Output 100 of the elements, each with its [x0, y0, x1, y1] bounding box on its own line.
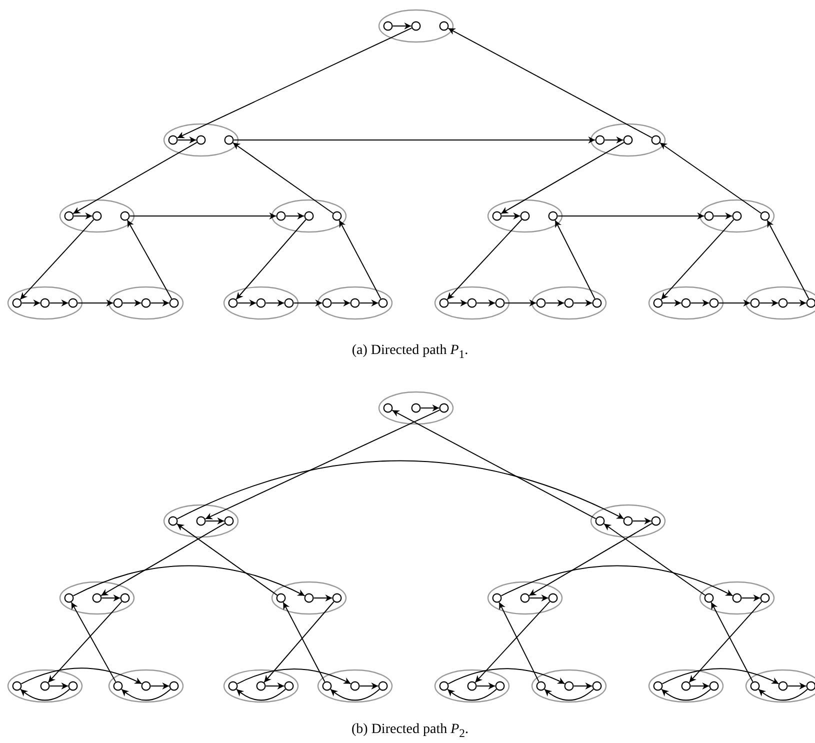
- vertex-circle: [276, 593, 286, 603]
- arrow: [557, 212, 705, 220]
- group-ellipse: [434, 286, 510, 320]
- arrow: [759, 300, 779, 306]
- vertex-circle: [228, 298, 238, 308]
- vertex-circle: [709, 681, 719, 691]
- arrow: [787, 300, 807, 306]
- vertex-circle: [332, 211, 342, 221]
- group-ellipse: [648, 669, 724, 703]
- vertex-circle: [169, 681, 179, 691]
- group-ellipse: [378, 9, 454, 43]
- vertex-circle: [651, 135, 661, 145]
- arrow: [233, 136, 596, 144]
- arrow: [392, 410, 596, 520]
- arrow: [20, 688, 70, 701]
- vertex-circle: [548, 593, 558, 603]
- group-ellipse: [699, 581, 775, 615]
- arrow: [661, 688, 711, 701]
- group-ellipse: [59, 581, 135, 615]
- arrow: [500, 142, 624, 214]
- arrow: [205, 518, 225, 524]
- vertex-circle: [383, 21, 393, 31]
- group-ellipse: [317, 669, 393, 703]
- vertex-circle: [168, 516, 178, 526]
- vertex-circle: [284, 298, 294, 308]
- arrow: [237, 300, 257, 306]
- arrow: [204, 410, 440, 520]
- arrow: [177, 136, 197, 144]
- vertex-circle: [653, 298, 663, 308]
- vertex-circle: [592, 681, 602, 691]
- arrow: [741, 594, 761, 602]
- vertex-circle: [92, 593, 102, 603]
- vertex-circle: [520, 211, 530, 221]
- arrow: [554, 220, 596, 300]
- arrow: [710, 602, 754, 682]
- arrow: [49, 682, 69, 690]
- vertex-circle: [536, 681, 546, 691]
- arrow: [265, 300, 285, 306]
- vertex-circle: [141, 298, 151, 308]
- group-ellipse: [271, 581, 347, 615]
- vertex-circle: [113, 298, 123, 308]
- arrow: [447, 688, 497, 701]
- vertex-circle: [467, 681, 477, 691]
- group-ellipse: [531, 286, 607, 320]
- arrow: [126, 220, 172, 300]
- vertex-circle: [322, 298, 332, 308]
- arrow: [662, 668, 780, 684]
- group-ellipse: [223, 669, 299, 703]
- arrow: [331, 300, 351, 306]
- vertex-circle: [68, 298, 78, 308]
- vertex-circle: [120, 593, 130, 603]
- arrow: [787, 682, 807, 690]
- vertex-circle: [284, 681, 294, 691]
- group-ellipse: [108, 669, 184, 703]
- arrow: [528, 522, 652, 596]
- vertex-circle: [592, 298, 602, 308]
- arrow: [176, 523, 278, 596]
- group-ellipse: [590, 123, 666, 157]
- group-ellipse: [487, 199, 563, 233]
- arrow: [392, 22, 412, 30]
- vertex-circle: [40, 298, 50, 308]
- vertex-circle: [196, 516, 206, 526]
- vertex-circle: [439, 681, 449, 691]
- vertex-circle: [378, 681, 388, 691]
- arrow: [236, 668, 352, 684]
- vertex-circle: [492, 211, 502, 221]
- arrow: [659, 142, 762, 214]
- arrow: [573, 300, 593, 306]
- vertex-circle: [653, 681, 663, 691]
- vertex-circle: [383, 403, 393, 413]
- vertex-circle: [350, 681, 360, 691]
- vertex-circle: [322, 681, 332, 691]
- arrow: [690, 300, 710, 306]
- arrow: [73, 212, 93, 220]
- vertex-circle: [120, 211, 130, 221]
- group-ellipse: [590, 504, 666, 538]
- vertex-circle: [12, 681, 22, 691]
- vertex-circle: [378, 298, 388, 308]
- arrow: [603, 523, 706, 596]
- arrow: [420, 404, 440, 412]
- vertex-circle: [64, 211, 74, 221]
- arrow: [121, 688, 171, 701]
- vertex-circle: [564, 298, 574, 308]
- group-ellipse: [163, 504, 239, 538]
- arrow: [101, 594, 121, 602]
- arrow: [313, 594, 333, 602]
- vertex-circle: [113, 681, 123, 691]
- vertex-circle: [564, 681, 574, 691]
- group-ellipse: [487, 581, 563, 615]
- arrow: [448, 28, 652, 138]
- vertex-circle: [276, 211, 286, 221]
- vertex-circle: [92, 211, 102, 221]
- group-ellipse: [648, 286, 724, 320]
- arrow: [660, 219, 734, 300]
- vertex-circle: [750, 681, 760, 691]
- vertex-circle: [760, 211, 770, 221]
- arrow: [338, 220, 382, 300]
- vertex-circle: [40, 681, 50, 691]
- group-ellipse: [7, 286, 83, 320]
- arrow: [285, 212, 305, 220]
